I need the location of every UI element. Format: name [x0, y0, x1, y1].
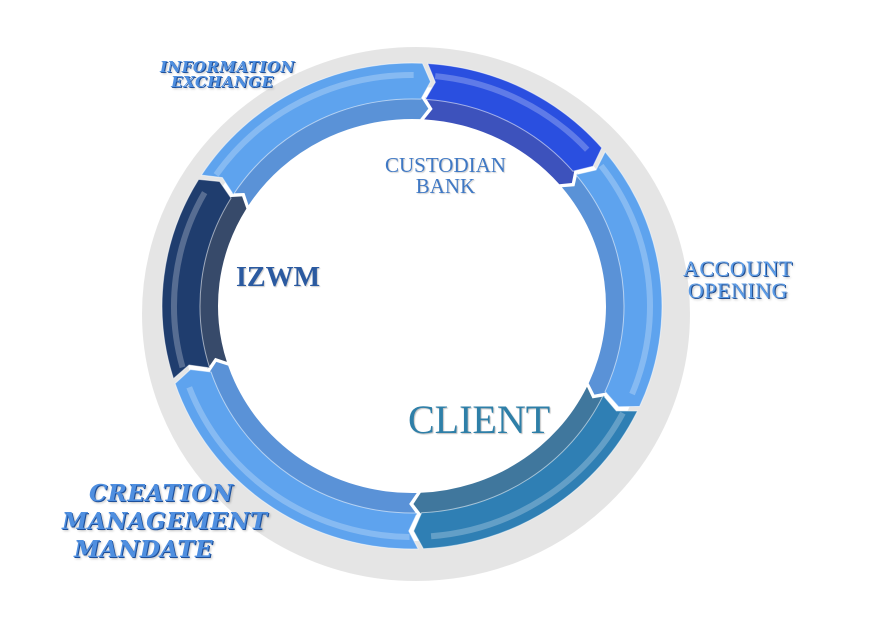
ring-segment-account-opening — [561, 150, 663, 408]
label-line: MANAGEMENT — [62, 508, 268, 535]
ring-segment-izwm — [161, 178, 247, 380]
label-line: BANK — [415, 174, 476, 198]
segment-side-wall — [209, 361, 418, 515]
label-client: CLIENT — [408, 400, 550, 440]
segment-face — [574, 150, 663, 408]
segment-highlight — [186, 386, 410, 540]
label-account-opening: ACCOUNT OPENING — [683, 258, 793, 302]
label-information-exchange: INFORMATION EXCHANGE — [160, 60, 295, 90]
label-custodian-bank: CUSTODIAN BANK — [385, 155, 506, 197]
segment-face — [174, 369, 419, 550]
ring-segment-client — [413, 386, 639, 550]
label-line: CUSTODIAN — [385, 153, 506, 177]
segment-face — [161, 178, 232, 380]
segment-side-wall — [424, 97, 575, 185]
segment-highlight — [171, 191, 208, 369]
segment-face — [413, 394, 639, 550]
label-line: CREATION — [89, 480, 234, 507]
label-line: IZWM — [236, 262, 320, 293]
segment-highlight — [430, 411, 626, 540]
ring-segment-information-exchange — [200, 62, 432, 206]
segment-highlight — [213, 72, 414, 177]
segment-face — [424, 62, 603, 172]
label-line: INFORMATION — [160, 58, 295, 76]
ring-segment-creation-management-mandate — [174, 361, 419, 550]
label-izwm: IZWM — [236, 264, 320, 292]
segment-face — [200, 62, 432, 196]
label-line: EXCHANGE — [171, 73, 274, 91]
label-creation-management-mandate: CREATION MANAGEMENT MANDATE — [62, 482, 267, 561]
label-line: MANDATE — [74, 536, 214, 563]
label-line: ACCOUNT — [683, 256, 793, 281]
ring-segment-custodian-bank — [424, 62, 603, 185]
segment-highlight — [434, 73, 590, 152]
segment-highlight — [598, 163, 653, 396]
label-line: CLIENT — [408, 397, 551, 442]
label-line: OPENING — [687, 278, 788, 303]
segment-side-wall — [413, 386, 605, 515]
